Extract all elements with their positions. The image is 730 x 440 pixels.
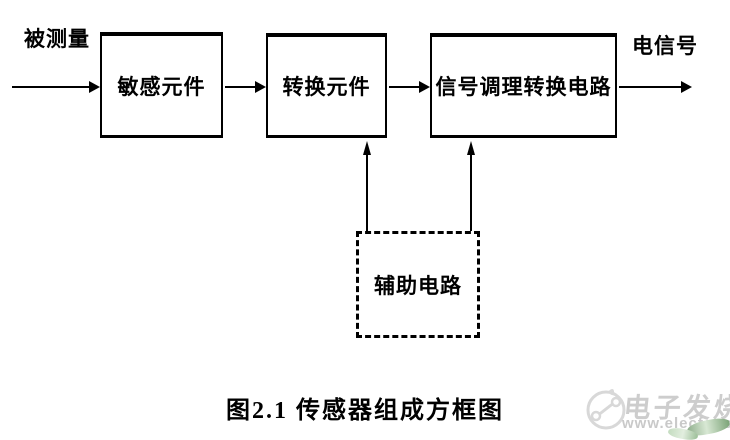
block-conversion-element: 转换元件	[266, 33, 387, 138]
figure-caption: 图2.1 传感器组成方框图	[226, 398, 504, 424]
output-arrow	[619, 81, 692, 93]
block-label: 辅助电路	[374, 274, 462, 298]
block-auxiliary-circuit: 辅助电路	[356, 231, 480, 338]
input-arrow	[12, 81, 100, 93]
block-label: 转换元件	[282, 76, 371, 99]
arrow-head-icon	[89, 81, 100, 93]
arrow-shaft	[619, 86, 683, 88]
arrow-shaft	[366, 152, 368, 231]
arrow-shaft	[389, 86, 421, 88]
arrow-head-icon	[255, 81, 266, 93]
block-sensitive-element: 敏感元件	[100, 32, 223, 138]
arrow-sensitive-to-convert	[225, 81, 266, 93]
block-label: 敏感元件	[117, 75, 206, 99]
block-label: 信号调理转换电路	[435, 76, 612, 99]
aux-arrow-to-signal-circuit	[466, 141, 476, 231]
aux-arrow-to-conversion	[362, 141, 372, 231]
arrow-shaft	[12, 86, 91, 88]
arrow-convert-to-signal	[389, 81, 430, 93]
block-signal-conditioning-circuit: 信号调理转换电路	[430, 33, 617, 138]
arrow-shaft	[225, 86, 257, 88]
output-signal-label: 电信号	[632, 35, 698, 58]
arrow-head-icon	[363, 141, 371, 155]
arrow-head-icon	[467, 141, 475, 155]
input-quantity-label: 被测量	[24, 28, 90, 51]
arrow-shaft	[470, 152, 472, 231]
arrow-head-icon	[419, 81, 430, 93]
arrow-head-icon	[681, 81, 692, 93]
elecfans-logo-icon	[586, 388, 626, 430]
